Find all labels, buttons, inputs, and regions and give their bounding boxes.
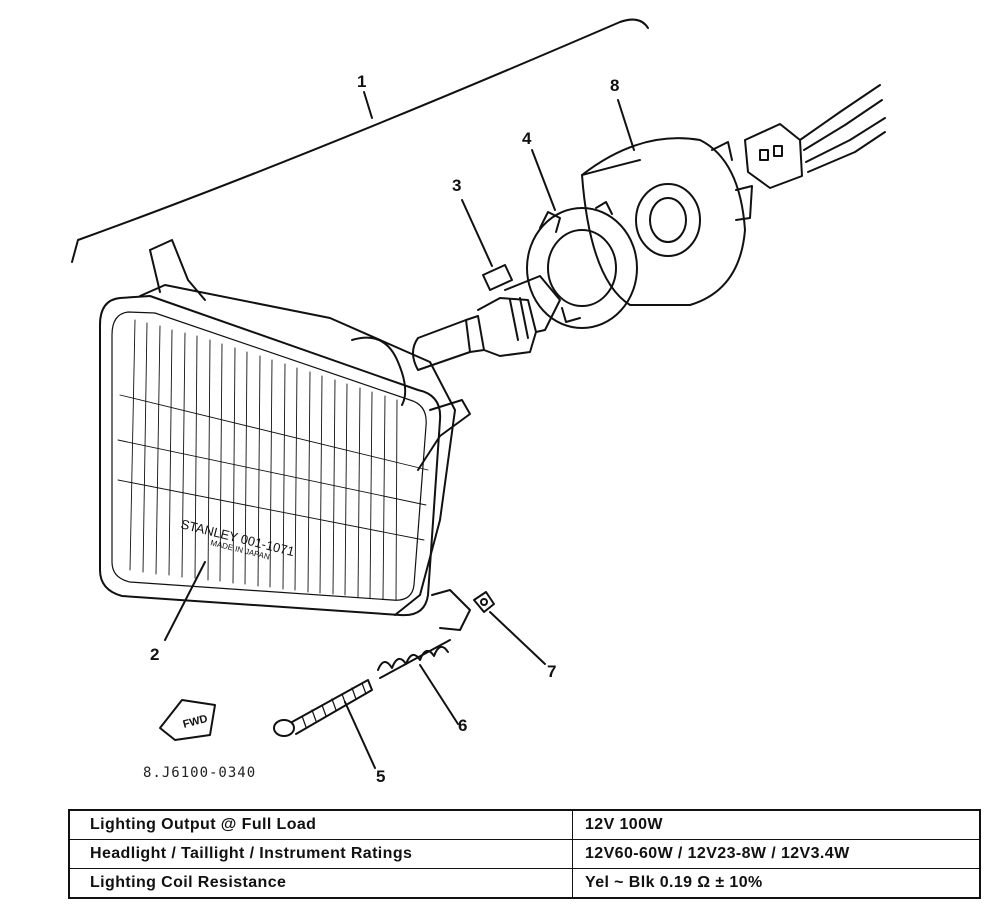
leader-line-4 (531, 149, 556, 211)
leader-line-6 (419, 664, 459, 725)
callout-5: 5 (376, 767, 386, 786)
part-code: 8.J6100-0340 (143, 765, 257, 781)
headlight-housing (139, 239, 471, 631)
adjuster-nut (473, 591, 495, 613)
wiring-connector (744, 84, 886, 189)
table-row: Lighting Output @ Full Load 12V 100W (68, 809, 981, 840)
callout-3: 3 (452, 176, 462, 195)
headlight-exploded-diagram: STANLEY 001-1071 MADE IN JAPAN (71, 18, 886, 769)
headlight-bulb (412, 264, 561, 371)
leader-line-7 (489, 611, 546, 665)
callout-7: 7 (547, 662, 557, 681)
table-row: Headlight / Taillight / Instrument Ratin… (68, 839, 981, 869)
leader-line-8 (617, 99, 635, 151)
callout-4: 4 (522, 129, 532, 148)
callout-6: 6 (458, 716, 468, 735)
bulb-cover (581, 137, 753, 306)
callout-2: 2 (150, 645, 160, 664)
forward-arrow-icon: FWD (159, 699, 216, 741)
spec-table: Lighting Output @ Full Load 12V 100W Hea… (68, 809, 981, 899)
leader-line-3 (461, 199, 493, 267)
leader-line-5 (344, 701, 376, 769)
spec-value: 12V60-60W / 12V23-8W / 12V3.4W (572, 839, 981, 869)
spec-value: Yel ~ Blk 0.19 Ω ± 10% (572, 868, 981, 899)
adjusting-screw (273, 679, 373, 737)
spec-label: Lighting Coil Resistance (68, 868, 573, 899)
bulb-retainer (526, 201, 638, 329)
leader-line-2 (164, 561, 206, 641)
forward-arrow-label: FWD (182, 713, 209, 731)
spec-value: 12V 100W (572, 809, 981, 840)
assembly-bracket (71, 18, 649, 263)
table-row: Lighting Coil Resistance Yel ~ Blk 0.19 … (68, 868, 981, 899)
adjusting-spring (377, 639, 451, 679)
spec-label: Headlight / Taillight / Instrument Ratin… (68, 839, 573, 869)
spec-label: Lighting Output @ Full Load (68, 809, 573, 840)
leader-line-1 (363, 91, 373, 119)
callout-8: 8 (610, 76, 620, 95)
callout-1: 1 (357, 72, 367, 91)
